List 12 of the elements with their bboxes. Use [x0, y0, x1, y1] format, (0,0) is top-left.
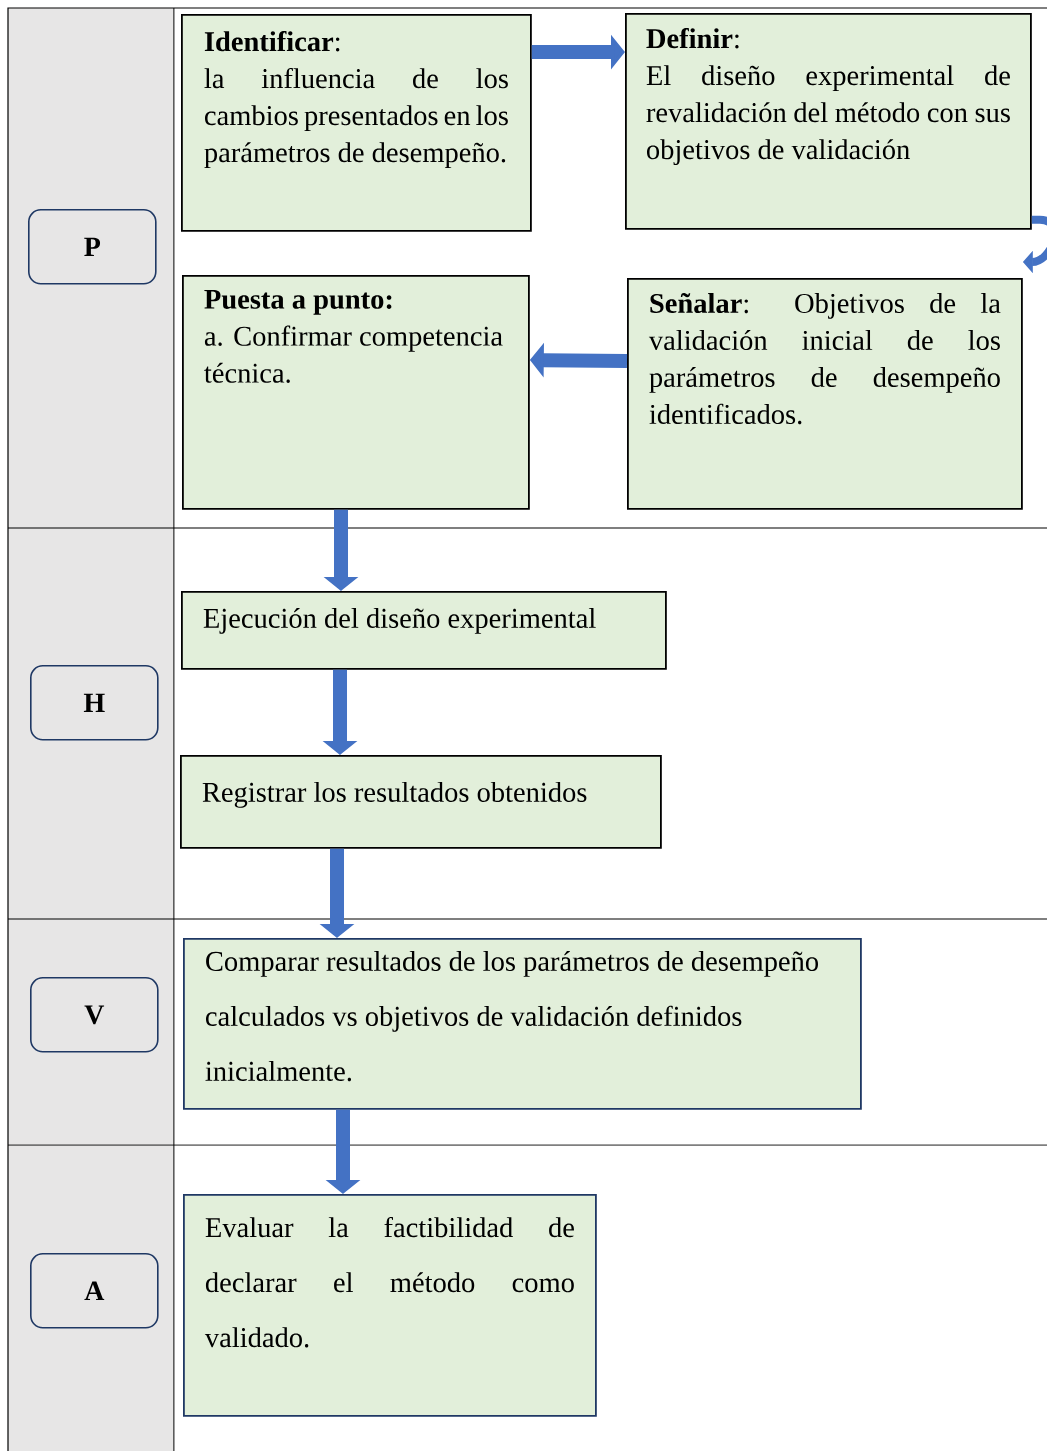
phase-label-box: A: [30, 1253, 159, 1329]
phase-label-box: H: [30, 665, 159, 741]
step-box: Puesta a punto: a. Confirmar competencia técnica.: [182, 275, 530, 510]
step-box: Ejecución del diseño experimental: [181, 591, 667, 670]
step-box: Evaluar la factibilidad de declarar el método como validado.: [183, 1194, 597, 1417]
step-box: Definir: El diseño experimental de revalidación del método con sus objetivos de validación: [625, 13, 1032, 230]
phase-label-box: V: [30, 977, 159, 1053]
step-box: Identificar: la influencia de los cambios presentados en los parámetros de desempeño.: [181, 14, 532, 232]
phase-label-box: P: [28, 209, 157, 285]
step-box: Comparar resultados de los parámetros de desempeño calculados vs objetivos de validación definidos inicialmente.: [183, 938, 862, 1110]
step-box: Señalar: Objetivos de la validación inicial de los parámetros de desempeño identificados.: [627, 278, 1023, 510]
step-box: Registrar los resultados obtenidos: [180, 755, 662, 849]
